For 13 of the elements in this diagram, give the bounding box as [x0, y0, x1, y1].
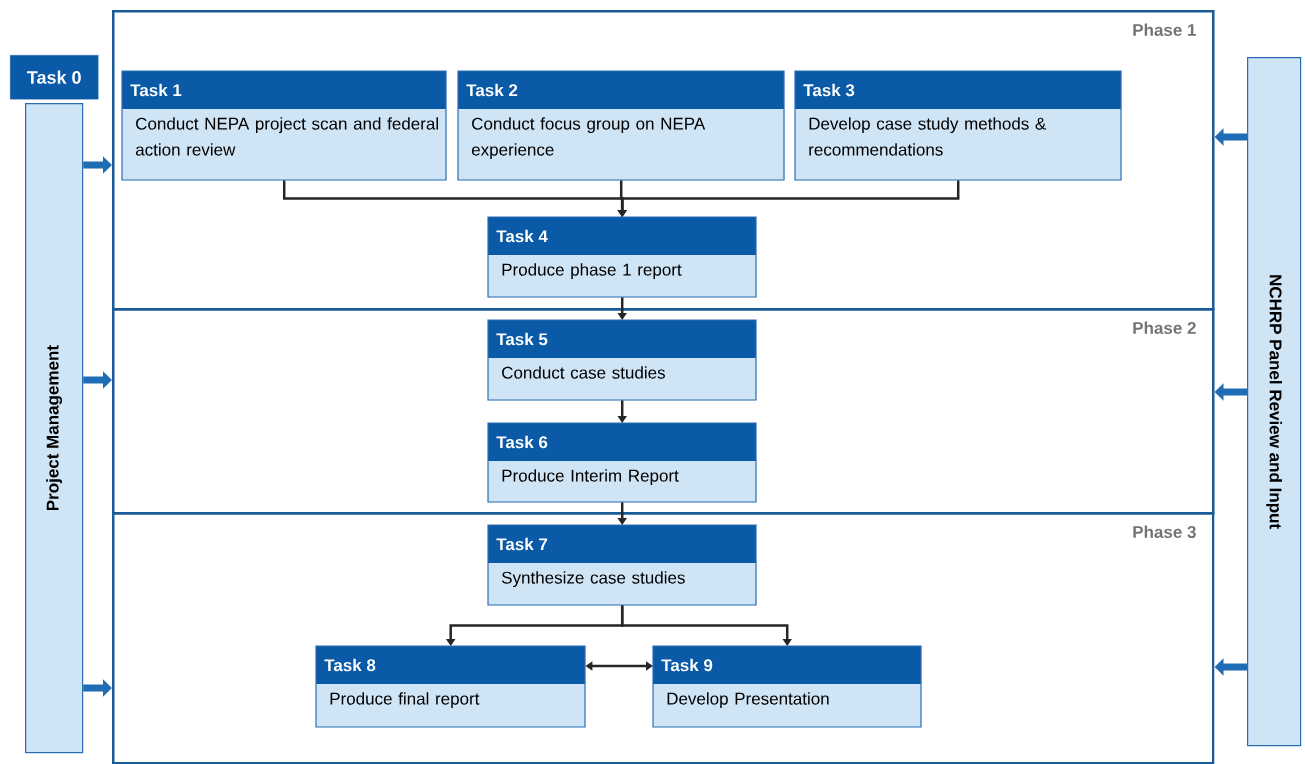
task-box: Task 6 Produce Interim Report [487, 422, 757, 503]
task-box: Task 7 Synthesize case studies [487, 524, 757, 606]
task-tab: Task 0 [10, 55, 99, 100]
task-box: Task 9 Develop Presentation [652, 645, 922, 728]
task-box: Task 2 Conduct focus group on NEPA experience [457, 70, 785, 181]
side-bar: Project Management [25, 103, 84, 754]
task-box: Task 8 Produce final report [315, 645, 586, 728]
task-box: Task 5 Conduct case studies [487, 319, 757, 401]
task-box: Task 4 Produce phase 1 report [487, 216, 757, 298]
task-box: Task 3 Develop case study methods & recommendations [794, 70, 1122, 181]
task-box: Task 1 Conduct NEPA project scan and federal action review [121, 70, 447, 181]
arrow [620, 605, 792, 646]
side-bar: NCHRP Panel Review and Input [1247, 57, 1302, 747]
